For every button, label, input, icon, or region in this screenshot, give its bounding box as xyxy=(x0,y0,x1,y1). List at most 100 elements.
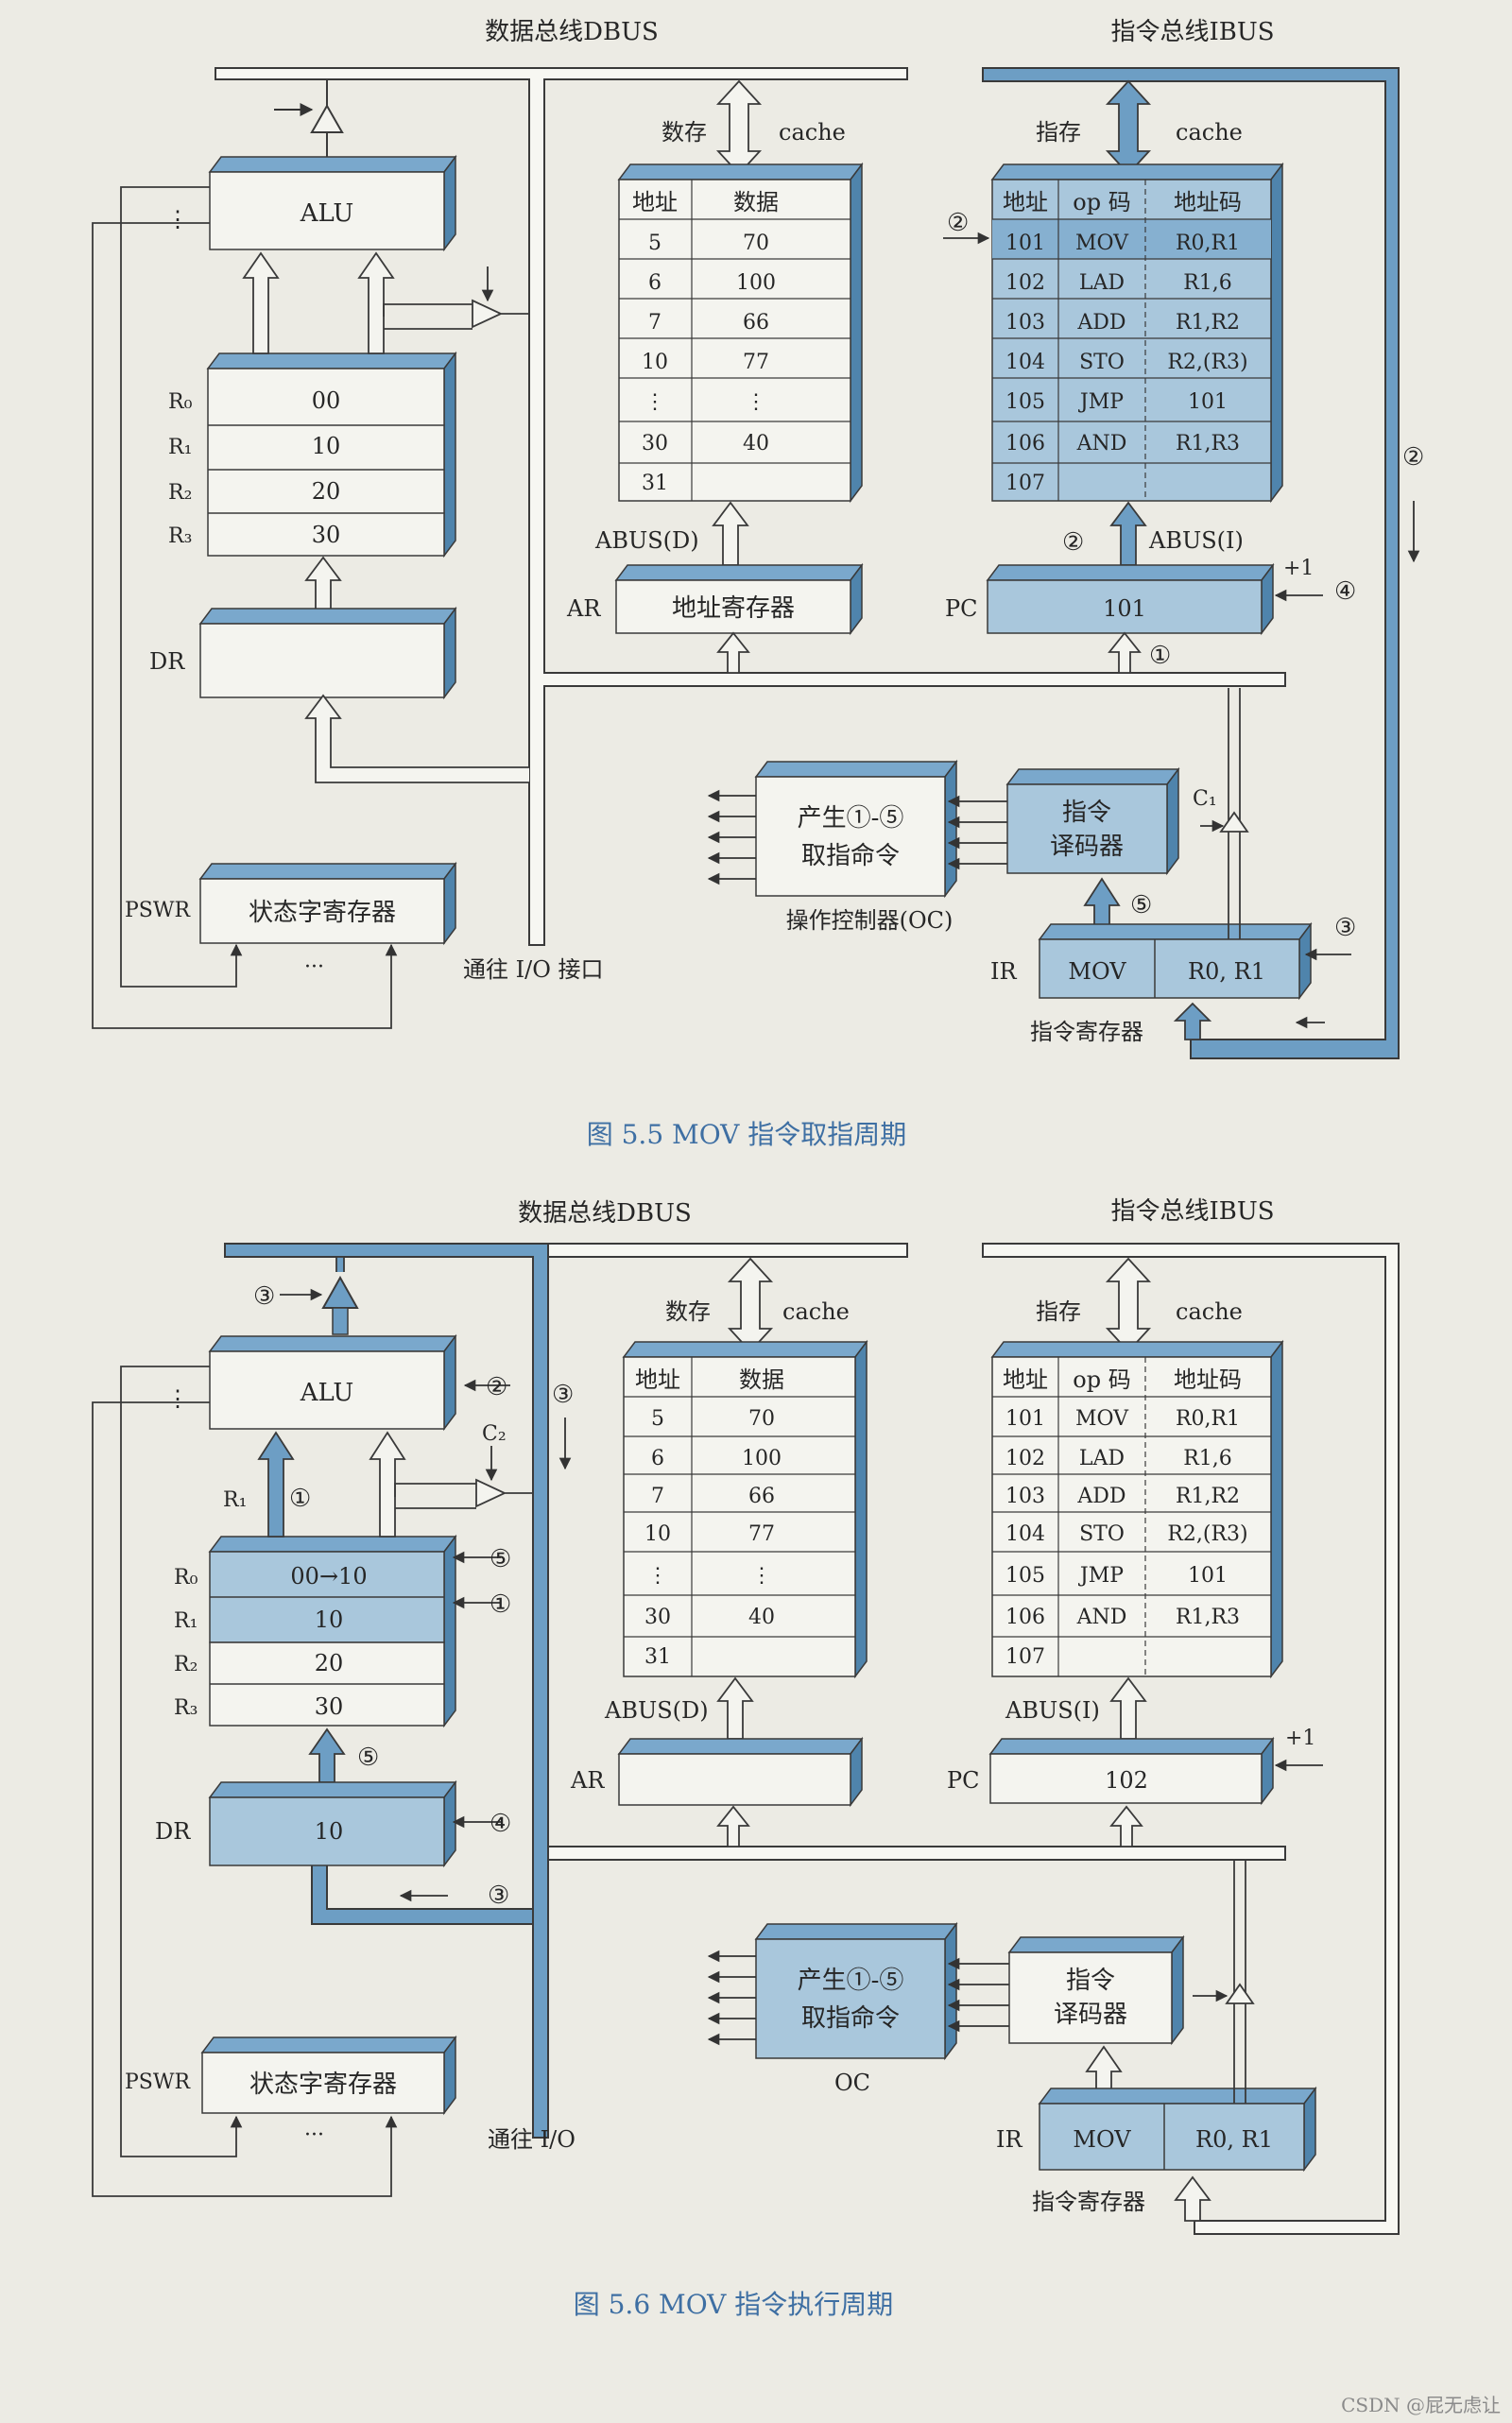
step-1-marker: ① xyxy=(1149,642,1171,670)
alu-out-buffer xyxy=(310,103,344,133)
ir-op: MOV xyxy=(1073,2126,1131,2153)
oc-control-outputs xyxy=(707,1950,1009,2046)
step-2-marker: ② xyxy=(486,1373,507,1401)
ar-box-label: 地址寄存器 xyxy=(672,594,795,623)
dmem-header-data: 数据 xyxy=(733,189,779,215)
imem-cell: 107 xyxy=(1005,472,1045,495)
icache-label: cache xyxy=(1176,119,1243,146)
dmem-cell: ⋮ xyxy=(647,1564,668,1588)
oc-line1: 产生①-⑤ xyxy=(798,1967,904,1995)
dmem-cell: 66 xyxy=(743,311,769,335)
pswr-register xyxy=(201,2052,445,2114)
pc-register xyxy=(989,1753,1263,1804)
decoder-line1: 指令 xyxy=(1066,1967,1115,1995)
dmem-cell: 77 xyxy=(748,1522,775,1546)
reg-r0-name: R₀ xyxy=(168,390,193,414)
imem-cell: 101 xyxy=(1188,390,1228,414)
dmem-cell: 40 xyxy=(748,1606,775,1629)
dmem-header-data: 数据 xyxy=(739,1366,784,1393)
alu-box xyxy=(209,171,445,250)
imem-cell: R2,(R3) xyxy=(1167,351,1247,374)
oc-label: OC xyxy=(834,2070,870,2096)
imem-cell: MOV xyxy=(1075,1407,1129,1431)
step-3-marker-alu: ③ xyxy=(253,1282,275,1311)
pswr-box-label: 状态字寄存器 xyxy=(249,899,396,927)
instruction-memory-table: 地址 op 码 地址码 101 MOV R0,R1 102 LAD R1,6 1… xyxy=(990,1339,1284,1679)
imem-header-op: op 码 xyxy=(1073,189,1130,215)
step-4-marker: ④ xyxy=(1334,577,1356,606)
reg-r2-value: 20 xyxy=(312,478,341,505)
ar-label: AR xyxy=(566,595,601,622)
dcache-label: cache xyxy=(779,119,846,146)
data-memory-table: 地址 数据 5 70 6 100 7 66 10 77 ⋮ ⋮ 30 40 31 xyxy=(617,162,864,504)
dmem-cell: 70 xyxy=(743,232,769,255)
abus-d-label: ABUS(D) xyxy=(604,1697,709,1724)
reg-r1-value: 10 xyxy=(312,433,341,459)
imem-cell: 106 xyxy=(1005,1606,1045,1629)
dmem-cell: 6 xyxy=(648,271,662,295)
dmem-cell: 7 xyxy=(651,1485,664,1508)
oc-line2: 取指命令 xyxy=(801,2004,900,2033)
oc-control-outputs xyxy=(707,789,1007,885)
reg-r0-value: 00→10 xyxy=(290,1563,367,1590)
imem-cell: 102 xyxy=(1005,1447,1045,1470)
r1-path-label: R₁ xyxy=(223,1488,247,1512)
imem-cell: 104 xyxy=(1005,351,1045,374)
dr-label: DR xyxy=(155,1818,191,1845)
abus-i-label: ABUS(I) xyxy=(1148,527,1244,554)
dmem-cell: 66 xyxy=(748,1485,775,1508)
reg-r2-name: R₂ xyxy=(168,481,192,505)
imem-cell: JMP xyxy=(1078,390,1124,414)
dmem-cell: ⋮ xyxy=(751,1564,772,1588)
dmem-cell: 31 xyxy=(644,1645,671,1669)
imem-cell: R0,R1 xyxy=(1176,232,1240,255)
imem-cell: R2,(R3) xyxy=(1167,1522,1247,1546)
ar-register xyxy=(618,1753,851,1806)
icache-title: 指存 xyxy=(1036,1298,1081,1325)
dmem-cell: 10 xyxy=(642,351,668,374)
reg-r3-value: 30 xyxy=(312,522,341,548)
ibus-title: 指令总线IBUS xyxy=(1110,18,1274,46)
dmem-cell: ⋮ xyxy=(644,390,665,414)
imem-header-addr: 地址 xyxy=(1003,1366,1048,1393)
alu-dots: ⋮ xyxy=(166,1385,189,1412)
imem-header-addrcode: 地址码 xyxy=(1174,189,1242,215)
pc-label: PC xyxy=(945,595,978,622)
oc-line2: 取指命令 xyxy=(801,842,900,870)
dbus-title: 数据总线DBUS xyxy=(485,18,659,46)
reg-r1-name: R₁ xyxy=(174,1609,198,1633)
imem-cell: 101 xyxy=(1188,1564,1228,1588)
oc-label: 操作控制器(OC) xyxy=(786,907,954,934)
reg-r3-name: R₃ xyxy=(174,1696,198,1720)
imem-cell: 103 xyxy=(1005,1485,1045,1508)
imem-cell: R1,R3 xyxy=(1176,1606,1240,1629)
dmem-cell: 70 xyxy=(748,1407,775,1431)
reg-r3-value: 30 xyxy=(315,1693,344,1720)
pswr-label: PSWR xyxy=(125,2071,191,2094)
pswr-register xyxy=(199,878,445,944)
ibus-title: 指令总线IBUS xyxy=(1110,1197,1274,1226)
reg-r0-value: 00 xyxy=(312,387,341,414)
dmem-cell: 5 xyxy=(648,232,662,255)
pswr-box-label: 状态字寄存器 xyxy=(249,2071,397,2099)
dr-value: 10 xyxy=(315,1818,344,1845)
c2-label: C₂ xyxy=(482,1422,507,1446)
instruction-decoder xyxy=(1008,1951,1173,2044)
imem-cell: JMP xyxy=(1078,1564,1124,1588)
step-2-marker: ② xyxy=(947,209,969,237)
icache-title: 指存 xyxy=(1036,119,1081,146)
alu-out-buffer xyxy=(321,1275,359,1309)
reg-r2-value: 20 xyxy=(315,1650,344,1676)
dr-label: DR xyxy=(149,648,185,675)
ir-op: MOV xyxy=(1068,958,1126,985)
step-1-marker-alu: ① xyxy=(289,1485,311,1513)
ar-label: AR xyxy=(570,1767,605,1794)
step-4-marker: ④ xyxy=(490,1810,511,1838)
imem-cell: STO xyxy=(1079,1522,1125,1546)
imem-cell: 105 xyxy=(1005,1564,1045,1588)
dmem-header-addr: 地址 xyxy=(632,189,678,215)
dmem-cell: 7 xyxy=(648,311,662,335)
pc-increment-label: +1 xyxy=(1283,557,1314,580)
alu-label: ALU xyxy=(300,199,354,228)
